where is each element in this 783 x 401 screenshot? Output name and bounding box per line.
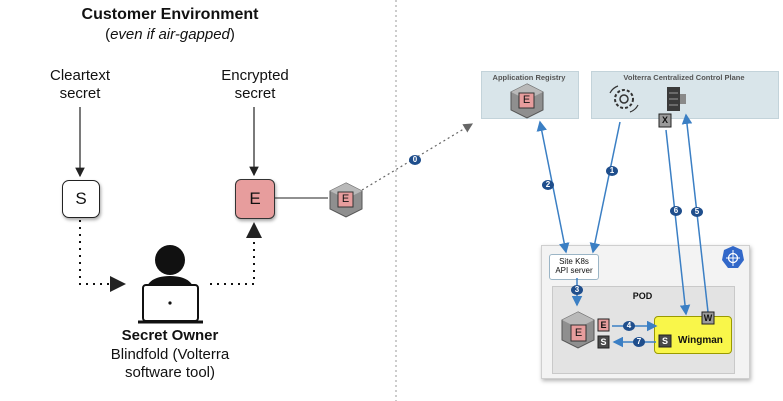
registry-cube-icon xyxy=(510,83,544,119)
k8s-label-line2: API server xyxy=(555,266,593,275)
kubernetes-icon xyxy=(722,246,744,268)
cleartext-label-line2: secret xyxy=(59,85,101,102)
step-6-arrow xyxy=(665,129,691,316)
control-plane-title: Volterra Centralized Control Plane xyxy=(623,73,745,82)
pod-e-tag: E xyxy=(600,320,607,330)
step-7-badge: 7 xyxy=(636,337,642,346)
customer-environment-subtitle: (even if air-gapped) xyxy=(105,26,235,43)
x-badge: X xyxy=(661,115,668,125)
wingman-s-tag-box xyxy=(658,334,672,348)
pod-label: POD xyxy=(632,291,653,301)
pod-e-tag-box xyxy=(597,318,610,332)
secret-owner-title: Secret Owner xyxy=(121,327,219,344)
step-3-badge: 3 xyxy=(574,285,580,294)
cleartext-secret-label: Cleartext secret xyxy=(30,67,130,103)
cleartext-label-line1: Cleartext xyxy=(49,67,111,84)
cleartext-secret-box: S xyxy=(62,180,100,218)
encrypted-label-line1: Encrypted xyxy=(221,67,289,84)
pod-s-tag-box xyxy=(597,335,610,349)
pod-cube-icon xyxy=(561,311,595,349)
encrypted-label-line2: secret xyxy=(234,85,276,102)
secret-owner-subtitle: Blindfold (Volterra software tool) xyxy=(80,346,260,382)
step-0-arrow xyxy=(361,123,474,191)
encrypted-secret-box: E xyxy=(235,179,275,219)
pod-s-tag: S xyxy=(600,337,607,347)
step-2-badge: 2 xyxy=(545,180,551,189)
encrypted-secret-label: Encrypted secret xyxy=(200,67,310,103)
step-badges xyxy=(409,155,703,347)
owner-sub-line1: Blindfold (Volterra xyxy=(110,346,230,363)
x-badge-box xyxy=(658,113,672,128)
pod-cube-label: E xyxy=(574,327,583,339)
wingman-w-tag-box xyxy=(701,311,715,325)
server-icon xyxy=(667,87,686,111)
owner-sub-line2: software tool) xyxy=(124,364,216,381)
site-k8s-api-server: Site K8s API server xyxy=(549,254,599,280)
wingman-label: Wingman xyxy=(678,335,723,346)
k8s-label-line1: Site K8s xyxy=(559,257,589,266)
s-to-owner-flow xyxy=(79,220,126,292)
wingman-s-tag: S xyxy=(661,336,668,346)
step-4-badge: 4 xyxy=(626,321,632,330)
gear-icon xyxy=(609,85,639,113)
step-0-badge: 0 xyxy=(412,155,418,164)
step-5-badge: 5 xyxy=(694,207,700,216)
wingman-w-tag: W xyxy=(703,313,713,323)
customer-environment-title: Customer Environment xyxy=(81,6,259,23)
encrypted-cube-label: E xyxy=(341,193,350,205)
application-registry-title: Application Registry xyxy=(492,73,566,82)
owner-to-e-flow xyxy=(210,222,262,285)
step-1-badge: 1 xyxy=(609,166,615,175)
step-6-badge: 6 xyxy=(673,206,679,215)
registry-cube-label: E xyxy=(522,94,531,106)
step-1-arrow xyxy=(589,121,621,254)
air-gapped-note: even if air-gapped xyxy=(110,26,230,43)
secret-owner-icon xyxy=(138,245,203,324)
